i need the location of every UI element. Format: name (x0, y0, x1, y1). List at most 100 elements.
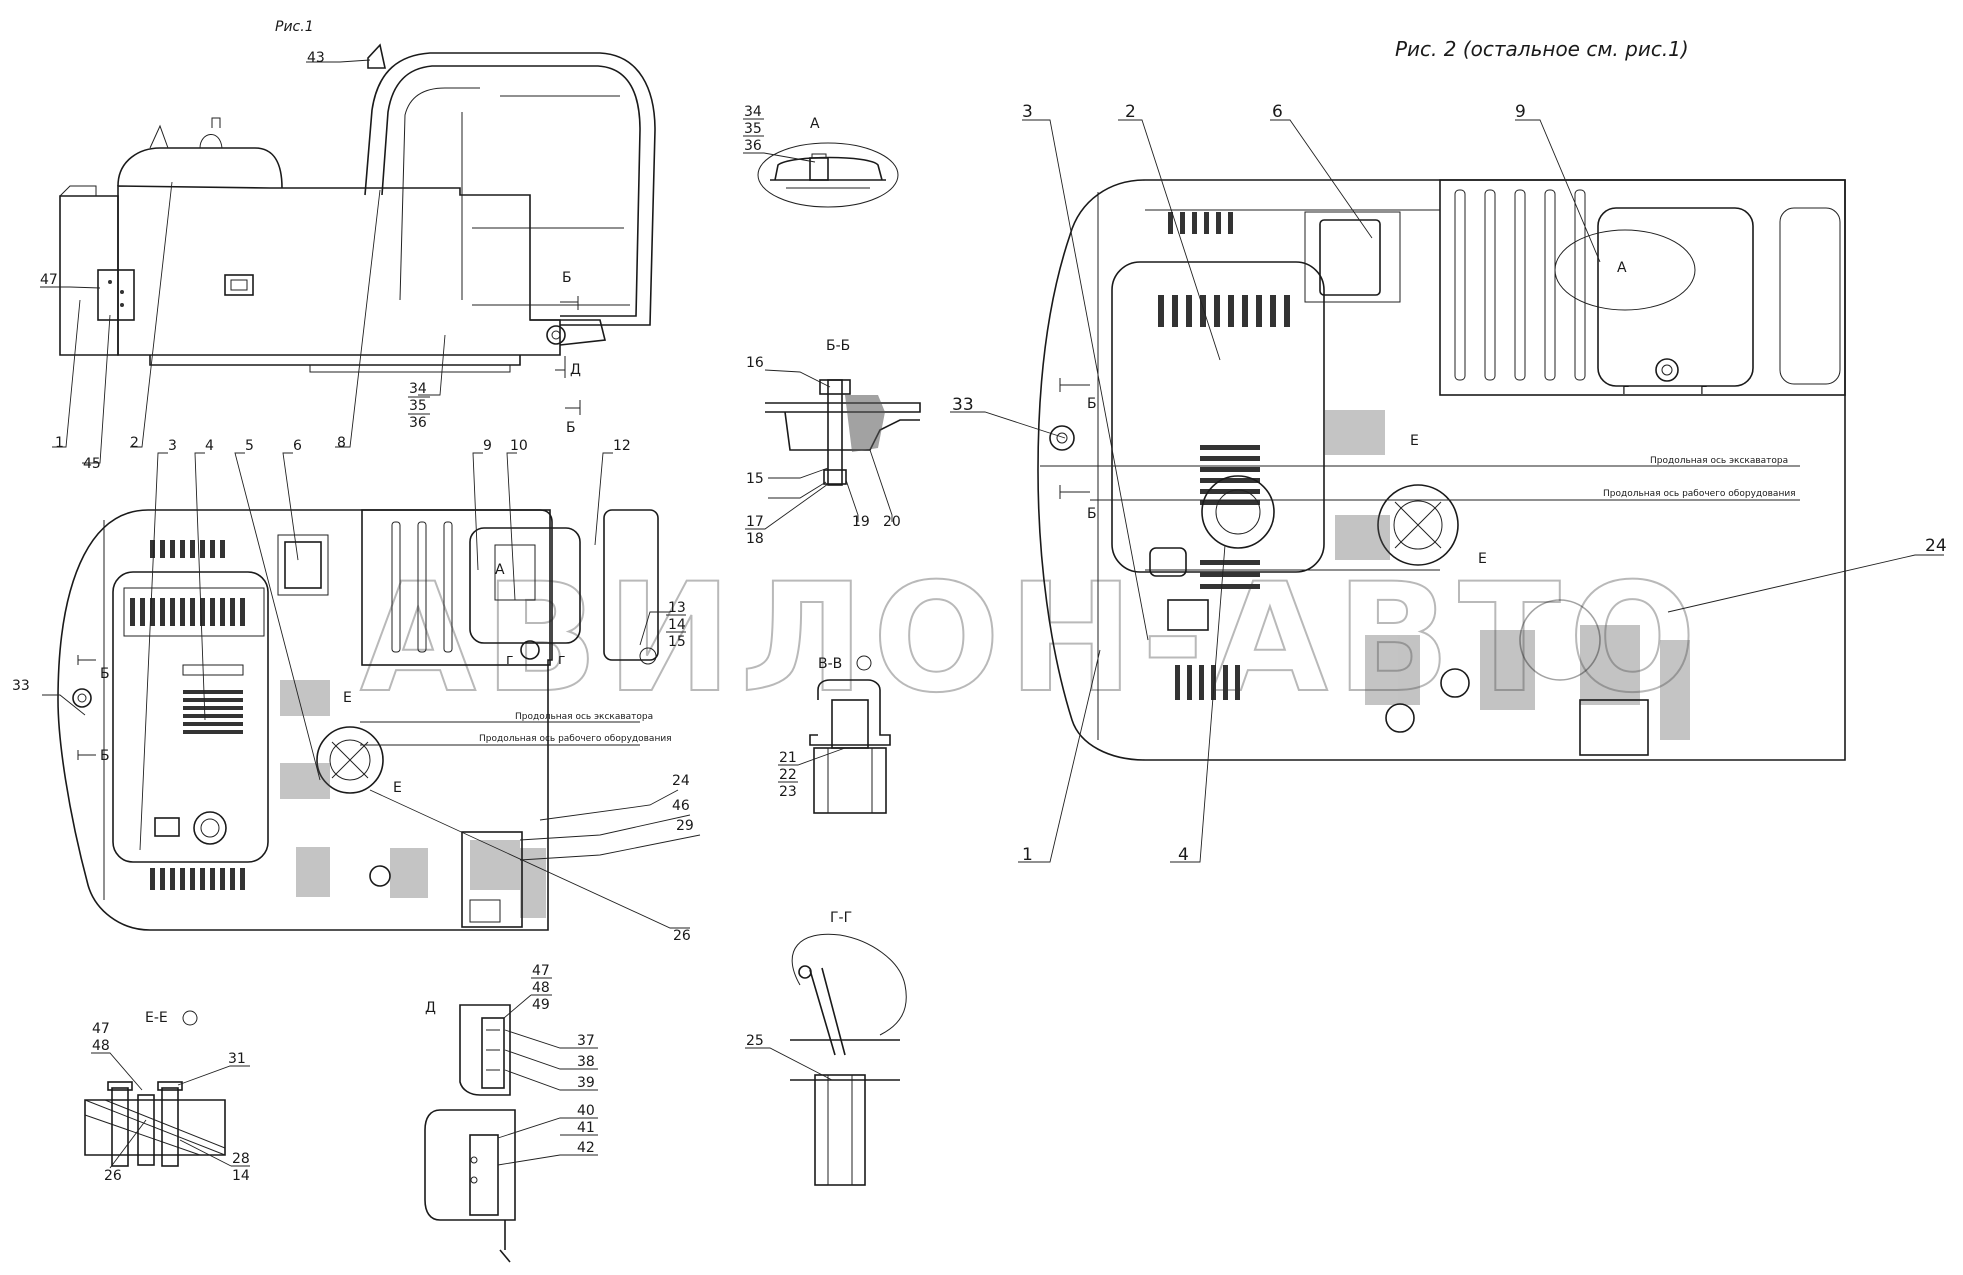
label-a-34: 34 (744, 104, 762, 120)
detail-vv (809, 679, 891, 814)
fig1-plan-view (57, 509, 659, 931)
label-d-40: 40 (577, 1103, 595, 1119)
view-mark-a-fig2: А (1617, 260, 1627, 276)
view-mark-b-fig2-top: Б (1087, 396, 1097, 412)
label-fig2-9: 9 (1515, 102, 1526, 122)
label-plan-4: 4 (205, 438, 214, 454)
label-d-37: 37 (577, 1033, 595, 1049)
detail-a (757, 142, 899, 208)
label-d-48: 48 (532, 980, 550, 996)
label-plan-14: 14 (668, 617, 686, 633)
fig2-title: Рис. 2 (остальное см. рис.1) (1395, 37, 1689, 61)
label-34: 34 (409, 381, 427, 397)
label-plan-12: 12 (613, 438, 631, 454)
label-d-41: 41 (577, 1120, 595, 1136)
label-fig2-1: 1 (1022, 845, 1033, 865)
label-ee-14: 14 (232, 1168, 250, 1184)
label-bb-19: 19 (852, 514, 870, 530)
view-mark-a-fig1: А (495, 562, 505, 578)
view-mark-g-fig1-r: г (558, 652, 565, 668)
fig1-side-view (59, 43, 656, 415)
view-mark-e-fig1-top: Е (343, 690, 352, 706)
view-mark-g-fig1-l: г (506, 652, 513, 668)
label-plan-46: 46 (672, 798, 690, 814)
label-d-38: 38 (577, 1054, 595, 1070)
label-bb-18: 18 (746, 531, 764, 547)
label-plan-33: 33 (12, 678, 30, 694)
label-plan-5: 5 (245, 438, 254, 454)
label-plan-13: 13 (668, 600, 686, 616)
label-plan-6: 6 (293, 438, 302, 454)
fig1-side-leaders (40, 59, 446, 464)
fig1-title: Рис.1 (275, 19, 314, 35)
label-plan-9: 9 (483, 438, 492, 454)
section-bb-title: Б-Б (826, 338, 850, 354)
label-plan-15: 15 (668, 634, 686, 650)
view-mark-b-side2: Б (566, 420, 576, 436)
label-8: 8 (337, 435, 346, 451)
view-mark-b-side: Б (562, 270, 572, 286)
rotation-symbol-ee (182, 1010, 198, 1026)
view-mark-d-side: Д (570, 362, 581, 378)
view-mark-b-fig2-bot: Б (1087, 506, 1097, 522)
label-1: 1 (55, 435, 64, 451)
label-fig2-3: 3 (1022, 102, 1033, 122)
label-plan-24: 24 (672, 773, 690, 789)
label-bb-17: 17 (746, 514, 764, 530)
label-vv-23: 23 (779, 784, 797, 800)
view-mark-e-fig2-top: Е (1410, 433, 1419, 449)
label-fig2-33: 33 (952, 395, 974, 415)
label-plan-10: 10 (510, 438, 528, 454)
detail-bb (765, 379, 921, 486)
label-plan-29: 29 (676, 818, 694, 834)
label-vv-21: 21 (779, 750, 797, 766)
label-2: 2 (130, 435, 139, 451)
label-43: 43 (307, 50, 325, 66)
label-a-35: 35 (744, 121, 762, 137)
label-ee-31: 31 (228, 1051, 246, 1067)
label-plan-3: 3 (168, 438, 177, 454)
label-plan-26: 26 (673, 928, 691, 944)
fig2-plan-view (1037, 179, 1846, 761)
label-d-39: 39 (577, 1075, 595, 1091)
view-mark-g-fig2-l: г (1622, 382, 1629, 398)
section-vv-title: В-В (818, 656, 842, 672)
axis-excavator-fig2: Продольная ось экскаватора (1650, 456, 1788, 466)
detail-bb-leaders (764, 369, 893, 522)
rotation-symbol-vv (856, 655, 872, 671)
view-mark-b-fig1-bot: Б (100, 748, 110, 764)
view-mark-g-fig2-r: г (1700, 382, 1707, 398)
detail-ee (84, 1081, 226, 1167)
axis-equipment-fig1: Продольная ось рабочего оборудования (479, 734, 672, 744)
label-36: 36 (409, 415, 427, 431)
section-a-title: А (810, 116, 820, 132)
label-fig2-24: 24 (1925, 536, 1947, 556)
view-mark-b-fig1-top: Б (100, 666, 110, 682)
label-bb-20: 20 (883, 514, 901, 530)
label-vv-22: 22 (779, 767, 797, 783)
detail-d (424, 1004, 516, 1263)
label-45: 45 (83, 456, 101, 472)
label-gg-25: 25 (746, 1033, 764, 1049)
label-fig2-6: 6 (1272, 102, 1283, 122)
label-bb-15: 15 (746, 471, 764, 487)
label-a-36: 36 (744, 138, 762, 154)
label-d-47: 47 (532, 963, 550, 979)
section-gg-title: Г-Г (830, 910, 852, 926)
view-mark-e-fig1-bot: Е (393, 780, 402, 796)
label-ee-47: 47 (92, 1021, 110, 1037)
fig2-leaders (950, 119, 1944, 863)
detail-gg (790, 933, 907, 1186)
label-ee-48: 48 (92, 1038, 110, 1054)
label-fig2-2: 2 (1125, 102, 1136, 122)
watermark: АВИЛОН-АВТО (360, 552, 1704, 726)
label-ee-26: 26 (104, 1168, 122, 1184)
view-mark-e-fig2-bot: Е (1478, 551, 1487, 567)
label-bb-16: 16 (746, 355, 764, 371)
label-d-49: 49 (532, 997, 550, 1013)
label-fig2-4: 4 (1178, 845, 1189, 865)
label-35: 35 (409, 398, 427, 414)
label-d-42: 42 (577, 1140, 595, 1156)
axis-equipment-fig2: Продольная ось рабочего оборудования (1603, 489, 1796, 499)
